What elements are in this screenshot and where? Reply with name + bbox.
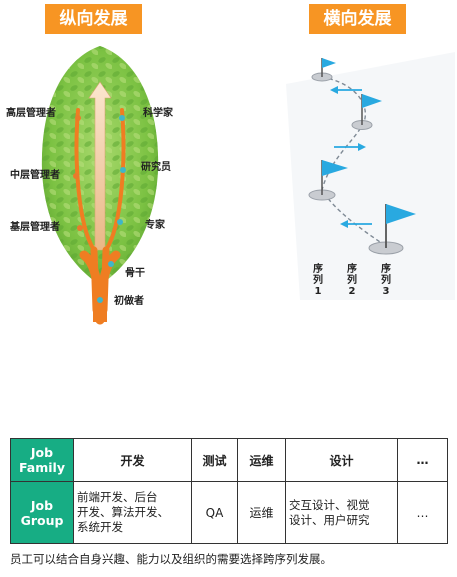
- career-path-line: [321, 76, 387, 247]
- level-label-senior-manager: 高层管理者: [6, 108, 56, 119]
- flag-1: [311, 58, 336, 82]
- flag-4: [368, 204, 416, 255]
- group-cell-dev: 前端开发、后台开发、算法开发、系统开发: [73, 481, 192, 544]
- family-cell-dev: 开发: [73, 438, 192, 482]
- level-label-junior-manager: 基层管理者: [10, 222, 60, 233]
- career-path-illustration: [41, 46, 455, 325]
- horizontal-development-header: 横向发展: [309, 4, 406, 34]
- footnote: 员工可以结合自身兴趣、能力以及组织的需要选择跨序列发展。: [10, 552, 332, 566]
- level-label-middle-manager: 中层管理者: [10, 170, 60, 181]
- horizontal-backdrop: [286, 52, 455, 300]
- flag-3: [308, 160, 348, 201]
- growth-arrow: [88, 81, 112, 251]
- level-label-backbone: 骨干: [125, 268, 145, 279]
- level-label-scientist: 科学家: [143, 108, 173, 119]
- level-label-expert: 专家: [145, 220, 165, 231]
- level-label-researcher: 研究员: [141, 162, 171, 173]
- transition-arrows: [330, 86, 372, 228]
- group-cell-design: 交互设计、视觉设计、用户研究: [285, 481, 398, 544]
- flag-2: [351, 94, 382, 130]
- vertical-development-header: 纵向发展: [45, 4, 142, 34]
- family-cell-ops: 运维: [237, 438, 286, 482]
- family-cell-test: 测试: [191, 438, 238, 482]
- family-cell-design: 设计: [285, 438, 398, 482]
- group-cell-ops: 运维: [237, 481, 286, 544]
- family-cell-more: …: [397, 438, 448, 482]
- level-label-beginner: 初做者: [114, 296, 144, 307]
- group-cell-more: …: [397, 481, 448, 544]
- level-nodes: [73, 115, 126, 303]
- group-cell-test: QA: [191, 481, 238, 544]
